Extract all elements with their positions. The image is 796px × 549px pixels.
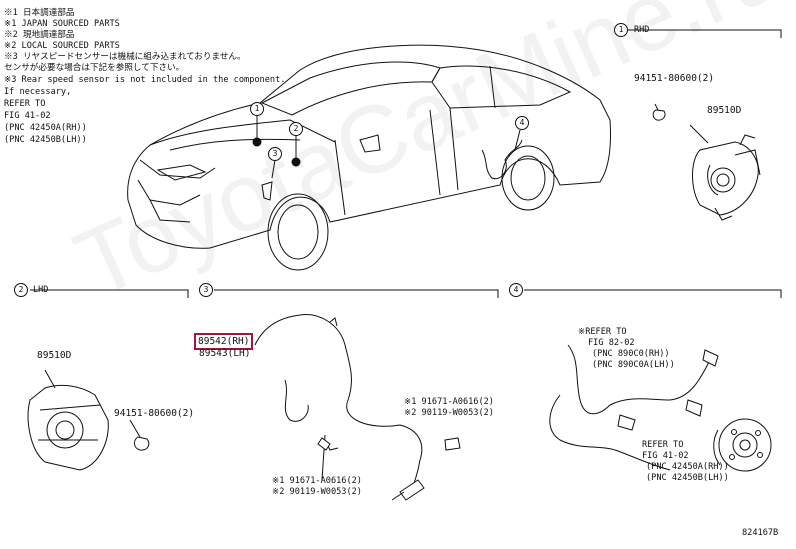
section-2-number: 2 [14, 283, 28, 297]
front-wheel-inner [277, 204, 319, 260]
car-windshield [260, 61, 441, 116]
car-body-outline [127, 44, 611, 249]
car-window-divider [489, 65, 496, 109]
section-line-4 [524, 289, 782, 298]
callout-3[interactable]: 3 [268, 147, 282, 161]
part-number-grommet[interactable]: 94151-80600(2) [114, 408, 195, 419]
section-1-number: 1 [614, 23, 628, 37]
section-2-label: LHD [33, 285, 49, 295]
s1-assy-drawing [692, 134, 761, 221]
car-hood-line [149, 119, 336, 146]
section-4-number: 4 [509, 283, 523, 297]
part-number-sensor-lh[interactable]: 89543(LH) [199, 348, 251, 359]
section-3-number: 3 [199, 283, 213, 297]
s3-sensor-wire [254, 314, 423, 493]
note-line: センサが必要な場合は下記を参照して下さい。 [4, 63, 185, 73]
car-hood-crease [169, 138, 301, 151]
car-door-line [334, 107, 459, 216]
rear-wheel-inner [510, 155, 546, 201]
note-line: ※3 リヤスピードセンサーは機械に組み込まれておりません。 [4, 52, 246, 62]
ref-line[interactable]: ※REFER TO [578, 327, 627, 337]
s2-assy-drawing [27, 384, 109, 471]
ref-line[interactable]: REFER TO [642, 440, 684, 450]
rear-wheel [501, 145, 555, 211]
s4-hub [718, 418, 772, 472]
note-line: (PNC 42450B(LH)) [4, 135, 87, 145]
part-number-bolt[interactable]: ※1 91671-A0616(2) [272, 476, 362, 486]
ref-line: (PNC 42450B(LH)) [646, 473, 729, 483]
part-number-bolt[interactable]: ※2 90119-W0053(2) [272, 487, 362, 497]
car-side-windows [431, 65, 572, 109]
note-line: ※1 JAPAN SOURCED PARTS [4, 19, 120, 29]
ref-line: (PNC 890C0A(LH)) [592, 360, 675, 370]
car-headlamp [156, 164, 207, 181]
note-line: REFER TO [4, 99, 46, 109]
part-number-assy[interactable]: 89510D [707, 105, 742, 116]
part-number-assy[interactable]: 89510D [37, 350, 72, 361]
car-grille [137, 159, 216, 223]
section-line-2 [30, 289, 189, 298]
ref-line[interactable]: FIG 41-02 [642, 451, 689, 461]
front-wheel [267, 193, 329, 271]
s4-harness [549, 344, 711, 471]
ref-line: (PNC 890C0(RH)) [592, 349, 670, 359]
note-line: ※2 現地調達部品 [4, 30, 75, 40]
note-line: ※3 Rear speed sensor is not included in … [4, 75, 286, 85]
section-line-1 [628, 29, 782, 38]
callout-2[interactable]: 2 [289, 122, 303, 136]
callout-4[interactable]: 4 [515, 116, 529, 130]
note-line: FIG 41-02 [4, 111, 51, 121]
section-line-3 [214, 289, 499, 298]
callout-1[interactable]: 1 [250, 102, 264, 116]
section-1-label: RHD [634, 25, 650, 35]
ref-line[interactable]: FIG 82-02 [588, 338, 635, 348]
car-mirror [359, 134, 381, 153]
part-number-sensor-rh-highlight[interactable]: 89542(RH) [194, 333, 254, 350]
note-line: (PNC 42450A(RH)) [4, 123, 87, 133]
ref-line: (PNC 42450A(RH)) [646, 462, 729, 472]
part-number-grommet[interactable]: 94151-80600(2) [634, 73, 715, 84]
diagram-code: 824167B [742, 528, 779, 538]
note-line: If necessary, [4, 87, 72, 97]
part-number-bolt[interactable]: ※1 91671-A0616(2) [404, 397, 494, 407]
part-number-bolt[interactable]: ※2 90119-W0053(2) [404, 408, 494, 418]
note-line: ※1 日本調達部品 [4, 8, 75, 18]
note-line: ※2 LOCAL SOURCED PARTS [4, 41, 120, 51]
